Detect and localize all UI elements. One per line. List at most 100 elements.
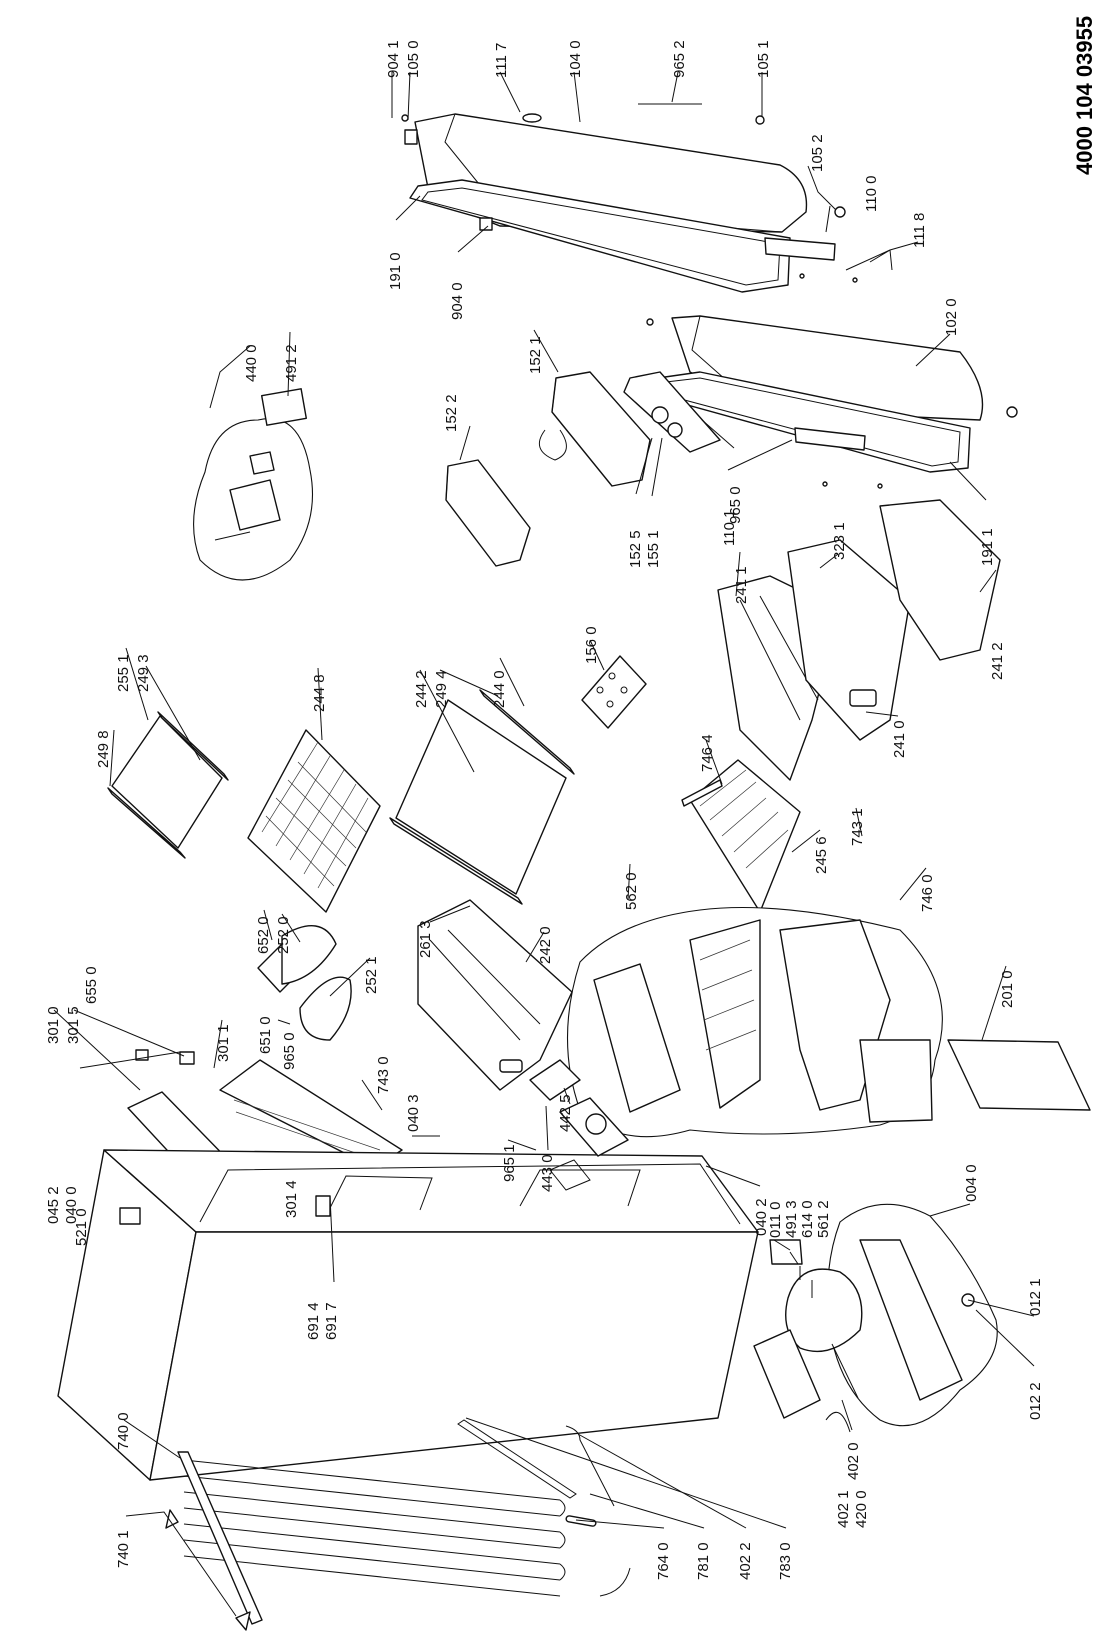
part-label: 301 0 <box>45 1006 62 1044</box>
fan-assembly <box>549 1097 629 1191</box>
bottom-cover-panel <box>947 1039 1091 1111</box>
part-label: 746 4 <box>699 734 716 772</box>
part-label: 105 1 <box>755 40 772 78</box>
compressor-base-plate <box>827 1203 998 1427</box>
perforated-shelf <box>247 729 381 913</box>
part-label: 110 1 <box>721 510 738 546</box>
part-label: 614 0 <box>799 1200 816 1238</box>
part-label: 562 0 <box>623 872 640 910</box>
crisper-drawers <box>717 499 1001 781</box>
part-label: 244 0 <box>491 670 508 708</box>
leader-lines <box>53 71 1035 1617</box>
part-label: 201 0 <box>999 970 1016 1008</box>
part-label: 691 7 <box>323 1302 340 1340</box>
part-label: 764 0 <box>655 1542 672 1580</box>
part-label: 402 0 <box>845 1442 862 1480</box>
part-label: 743 1 <box>849 808 866 846</box>
part-label: 004 0 <box>963 1164 980 1202</box>
part-label: 152 5 <box>627 530 644 568</box>
part-label: 402 2 <box>737 1542 754 1580</box>
part-label: 440 0 <box>243 344 260 382</box>
part-label: 102 0 <box>943 298 960 336</box>
glass-shelf-middle <box>389 689 575 905</box>
part-label: 040 0 <box>63 1186 80 1224</box>
part-label: 783 0 <box>777 1542 794 1580</box>
part-label: 045 2 <box>45 1186 62 1224</box>
part-label: 249 4 <box>433 670 450 708</box>
compressor <box>753 1239 863 1433</box>
part-label: 111 7 <box>493 43 510 78</box>
part-label: 442 5 <box>557 1094 574 1132</box>
part-label: 111 8 <box>911 213 928 248</box>
condenser-coil <box>165 1451 566 1631</box>
part-label: 561 2 <box>815 1200 832 1238</box>
part-label: 245 6 <box>813 836 830 874</box>
part-label: 105 2 <box>809 134 826 172</box>
part-label: 255 1 <box>115 654 132 692</box>
part-label: 965 1 <box>501 1144 518 1182</box>
part-label: 443 0 <box>539 1154 556 1192</box>
part-label: 743 0 <box>375 1056 392 1094</box>
part-label: 244 8 <box>311 674 328 712</box>
part-label: 965 0 <box>281 1032 298 1070</box>
part-label: 110 0 <box>863 176 880 212</box>
part-label: 241 0 <box>891 720 908 758</box>
part-label: 301 4 <box>283 1180 300 1218</box>
part-label: 740 0 <box>115 1412 132 1450</box>
egg-tray <box>581 655 647 729</box>
part-label: 746 0 <box>919 874 936 912</box>
part-label: 740 1 <box>115 1530 132 1568</box>
part-label: 521 0 <box>73 1208 90 1246</box>
part-label: 242 0 <box>537 926 554 964</box>
part-label: 012 2 <box>1027 1382 1044 1420</box>
part-label: 152 2 <box>443 394 460 432</box>
part-label: 491 2 <box>283 344 300 382</box>
part-label: 152 1 <box>527 336 544 374</box>
part-label: 241 2 <box>989 642 1006 680</box>
door-balconies <box>445 371 721 567</box>
part-label: 249 3 <box>135 654 152 692</box>
meat-drawer <box>417 899 581 1101</box>
part-label: 420 0 <box>853 1490 870 1528</box>
part-label: 252 0 <box>275 916 292 954</box>
part-label: 040 2 <box>753 1198 770 1236</box>
freezer-evaporator-group <box>567 906 943 1138</box>
part-label: 011 0 <box>767 1202 784 1238</box>
tubes <box>457 1419 631 1597</box>
part-label: 012 1 <box>1027 1278 1044 1316</box>
thermostat-group <box>193 388 313 581</box>
part-label: 244 2 <box>413 670 430 708</box>
part-label: 156 0 <box>583 626 600 664</box>
lower-door-assembly <box>646 315 1018 489</box>
part-label: 155 1 <box>645 530 662 568</box>
glass-shelf-top <box>107 711 229 859</box>
cabinet <box>57 1149 759 1481</box>
part-label: 105 0 <box>405 40 422 78</box>
part-label: 491 3 <box>783 1200 800 1238</box>
part-label: 651 0 <box>257 1016 274 1054</box>
part-label: 301 5 <box>65 1006 82 1044</box>
part-label: 904 1 <box>385 40 402 78</box>
part-label: 965 0 <box>727 486 744 524</box>
part-label: 965 2 <box>671 40 688 78</box>
upper-door-assembly <box>401 103 858 293</box>
part-label: 655 0 <box>83 966 100 1004</box>
part-label: 652 0 <box>255 916 272 954</box>
part-label: 040 3 <box>405 1094 422 1132</box>
part-labels: 904 1 105 0 111 7 104 0 965 2 105 1 105 … <box>45 40 1044 1580</box>
part-label: 781 0 <box>695 1542 712 1580</box>
part-label: 261 3 <box>417 920 434 958</box>
part-label: 323 1 <box>831 522 848 560</box>
part-label: 104 0 <box>567 40 584 78</box>
control-panel-parts <box>127 925 403 1191</box>
part-label: 191 0 <box>387 252 404 290</box>
document-number: 4000 104 03955 <box>1072 16 1097 175</box>
part-label: 249 8 <box>95 730 112 768</box>
part-label: 241 1 <box>733 566 750 604</box>
part-label: 691 4 <box>305 1302 322 1340</box>
glass-shelf-grid <box>681 759 801 913</box>
part-label: 252 1 <box>363 956 380 994</box>
part-label: 904 0 <box>449 282 466 320</box>
part-label: 402 1 <box>835 1490 852 1528</box>
